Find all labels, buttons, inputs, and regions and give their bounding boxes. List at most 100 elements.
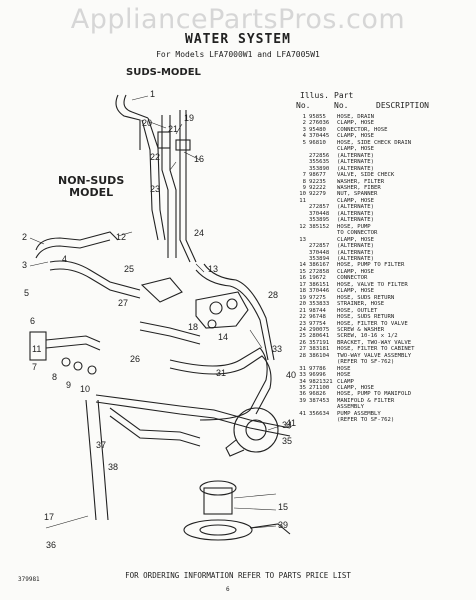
part-description: (ALTERNATE) (337, 204, 375, 211)
callout-21: 21 (168, 124, 178, 134)
side-check-hose-inner (45, 343, 101, 351)
vertical-hose-left (85, 399, 97, 521)
ordering-footer: FOR ORDERING INFORMATION REFER TO PARTS … (125, 571, 351, 580)
illus-number: 9 (302, 184, 306, 191)
callout-40: 40 (286, 370, 296, 380)
diagram-drawing (29, 94, 291, 541)
callout-1: 1 (150, 89, 155, 99)
part-description: HOSE (337, 365, 351, 372)
part-number: 272857 (309, 243, 330, 250)
document-code: 379981 (18, 576, 40, 583)
connector-shape (175, 139, 191, 151)
part-number: 96996 (309, 372, 326, 379)
callout-26: 26 (130, 354, 140, 364)
part-description: HOSE, SUDS RETURN (337, 294, 395, 301)
callout-16: 16 (194, 154, 204, 164)
part-description: MANIFOLD & FILTER (337, 397, 395, 404)
non-suds-model-label: NON-SUDS MODEL (58, 175, 124, 199)
part-description: (ALTERNATE) (337, 159, 375, 166)
illus-number: 19 (299, 294, 306, 301)
part-description: CLAMP, HOSE (337, 385, 375, 392)
part-description: HOSE, SUDS RETURN (337, 314, 395, 321)
part-number: 383181 (309, 346, 330, 353)
pump-housing (233, 407, 279, 453)
part-description: TO CONNECTOR (337, 230, 378, 237)
models-subtitle: For Models LFA7000W1 and LFA7005W1 (156, 50, 320, 59)
part-description: HOSE, PUMP (337, 223, 371, 230)
illus-number: 7 (302, 172, 306, 179)
illus-number: 24 (299, 326, 306, 333)
part-number: 386151 (309, 281, 330, 288)
part-number: 353833 (309, 301, 330, 308)
part-number: 386167 (309, 262, 330, 269)
part-number: 97754 (309, 320, 326, 327)
manifold-hose-upper (95, 394, 291, 429)
illus-number: 34 (299, 378, 306, 385)
part-description: HOSE (337, 372, 351, 379)
part-description: VALVE, SIDE CHECK (337, 172, 395, 179)
outlet-hose (161, 115, 169, 258)
part-description: HOSE, FILTER TO CABINET (337, 346, 415, 353)
non-suds-label-line2: MODEL (69, 186, 114, 199)
side-check-hose (45, 335, 101, 343)
pump-hose-lower (109, 407, 201, 439)
parts-list-row: 353894(ALTERNATE) (296, 256, 472, 262)
part-description: (ALTERNATE) (337, 165, 375, 172)
suds-return-hose-inner (185, 110, 197, 263)
washer-2 (73, 361, 83, 371)
part-description: SCREW, 10-16 x 1/2 (337, 333, 398, 340)
callout-2: 2 (22, 232, 27, 242)
illus-number: 17 (299, 281, 306, 288)
part-number: 96826 (309, 391, 326, 398)
callout-10: 10 (80, 384, 90, 394)
part-description: CLAMP, HOSE (337, 146, 375, 153)
callout-23: 23 (150, 184, 160, 194)
callout-4: 4 (62, 254, 67, 264)
callout-14: 14 (218, 332, 228, 342)
callout-11: 11 (32, 344, 41, 354)
part-number: 370446 (309, 288, 330, 295)
header-part: Part (334, 91, 354, 100)
part-number: 386104 (309, 352, 330, 359)
part-description: HOSE, PUMP TO MANIFOLD (337, 391, 412, 398)
part-description: HOSE, PUMP TO FILTER (337, 262, 405, 269)
part-number: 95855 (309, 114, 326, 120)
part-number: 271100 (309, 385, 330, 392)
pump-to-filter-hose-inner (203, 263, 275, 361)
part-description: HOSE, VALVE TO FILTER (337, 281, 408, 288)
part-description: NUT, SPANNER (337, 191, 378, 198)
parts-list-row: 355635(ALTERNATE) (296, 159, 472, 165)
part-number: 95480 (309, 126, 326, 133)
part-description: (REFER TO SF-762) (337, 417, 395, 424)
outlet-hose-inner (169, 115, 177, 258)
suds-model-label: SUDS-MODEL (126, 67, 201, 78)
part-description: (ALTERNATE) (337, 210, 375, 217)
illus-number: 15 (299, 268, 306, 275)
valve-to-filter-hose (139, 321, 201, 337)
part-description: BRACKET, TWO-WAY VALVE (337, 339, 412, 346)
spanner-nut (87, 365, 97, 375)
part-number: 290075 (309, 326, 330, 333)
part-description: CONNECTOR, HOSE (337, 126, 388, 133)
part-description: (ALTERNATE) (337, 255, 375, 262)
non-suds-label-line1: NON-SUDS (58, 174, 125, 187)
part-number: 370445 (309, 133, 330, 140)
callout-37: 37 (96, 440, 106, 450)
parts-list-row: 370448(ALTERNATE) (296, 211, 472, 217)
page-title: WATER SYSTEM (185, 32, 291, 47)
